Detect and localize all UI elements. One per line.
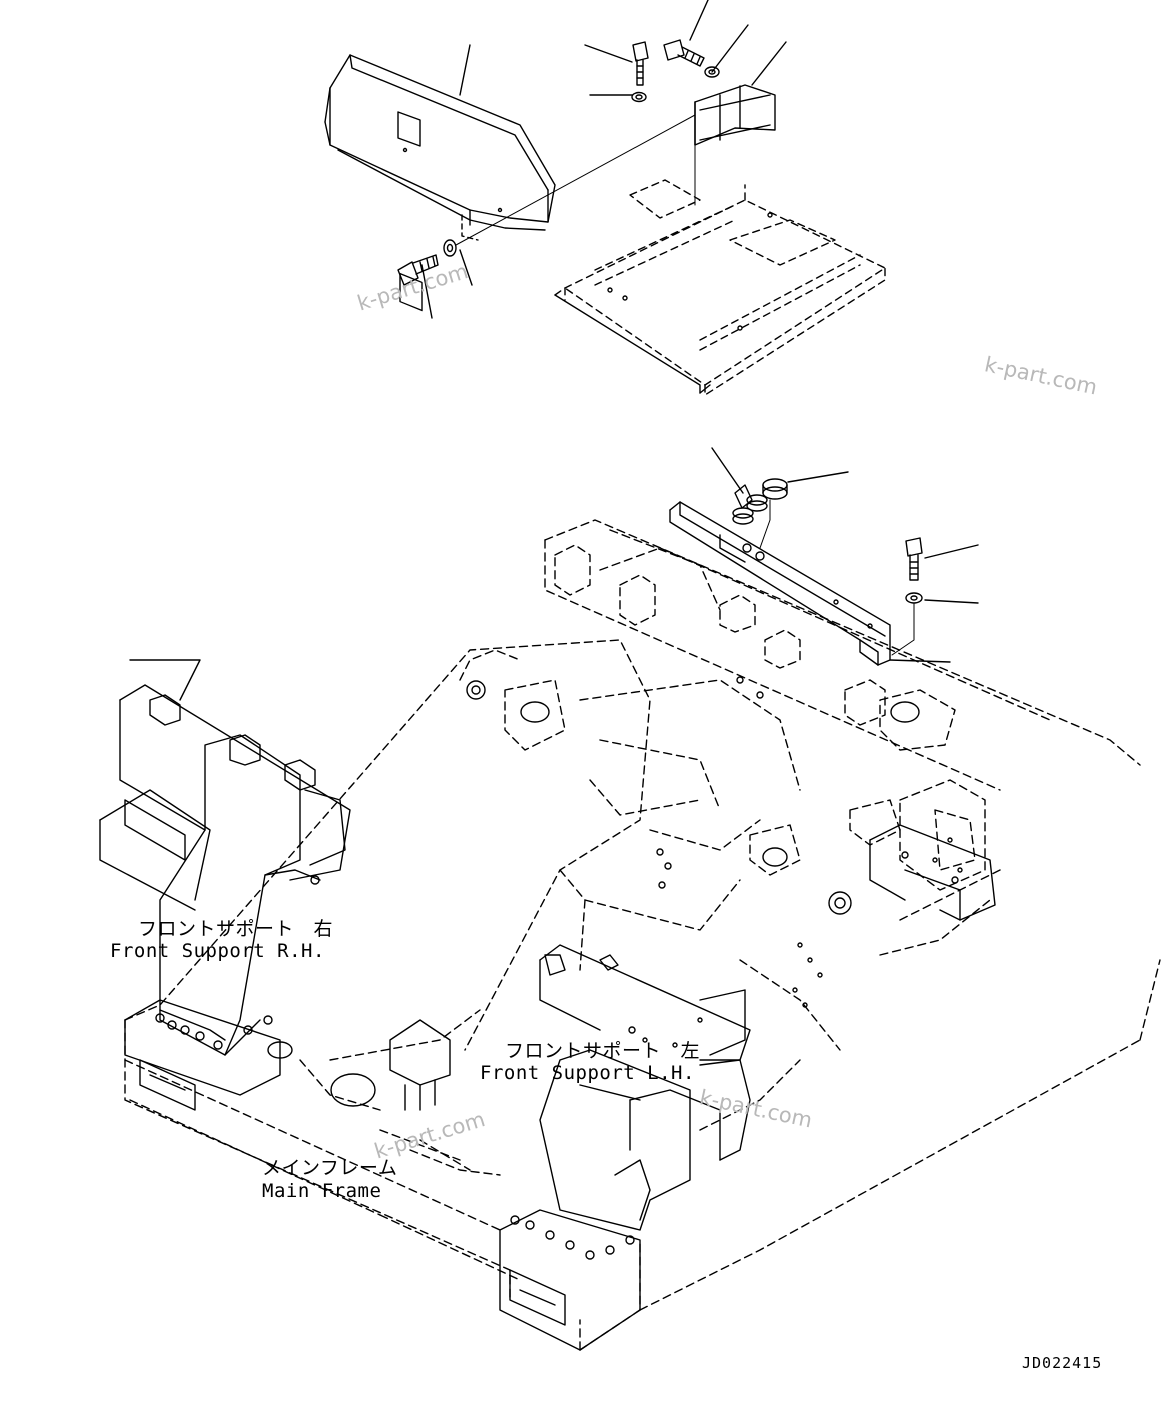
main-frame-jp-label: メインフレーム — [262, 1157, 398, 1179]
front-support-rh-base — [124, 999, 281, 1111]
bolt-icon — [632, 41, 649, 86]
grommet-icon — [746, 494, 768, 512]
front-support-lh-base — [499, 1209, 641, 1351]
grommet-icon — [762, 478, 788, 500]
front-support-rh-jp-label: フロントサポート 右 — [138, 918, 334, 940]
leader-lines-top — [421, 0, 787, 319]
front-support-rh — [99, 659, 351, 1056]
washer-icon — [905, 592, 923, 604]
clip-icon — [734, 484, 753, 509]
washer-icon — [443, 239, 457, 257]
bolt-icon — [905, 537, 923, 581]
front-support-lh-jp-label: フロントサポート 左 — [505, 1040, 701, 1062]
frame-details — [267, 676, 963, 1111]
front-support-rh-en-label: Front Support R.H. — [110, 940, 325, 962]
bolt-icon — [663, 39, 705, 67]
assembly-line — [455, 114, 696, 246]
drawing-code: JD022415 — [1022, 1354, 1103, 1372]
floor-plate — [554, 179, 886, 396]
assembly-line — [759, 499, 771, 549]
support-bracket — [669, 501, 891, 666]
bracket-box — [694, 84, 776, 146]
bolt-icon — [397, 254, 439, 286]
front-support-lh — [510, 944, 751, 1260]
washer-icon — [704, 66, 720, 78]
assembly-line — [891, 602, 915, 656]
main-frame-en-label: Main Frame — [262, 1180, 382, 1202]
front-support-lh-en-label: Front Support L.H. — [480, 1062, 695, 1084]
right-mount — [869, 824, 996, 921]
grommet-icon — [732, 507, 754, 525]
washer-icon — [631, 91, 647, 103]
leader-lines-mid — [711, 447, 979, 663]
floor-plate-solid — [554, 212, 773, 394]
